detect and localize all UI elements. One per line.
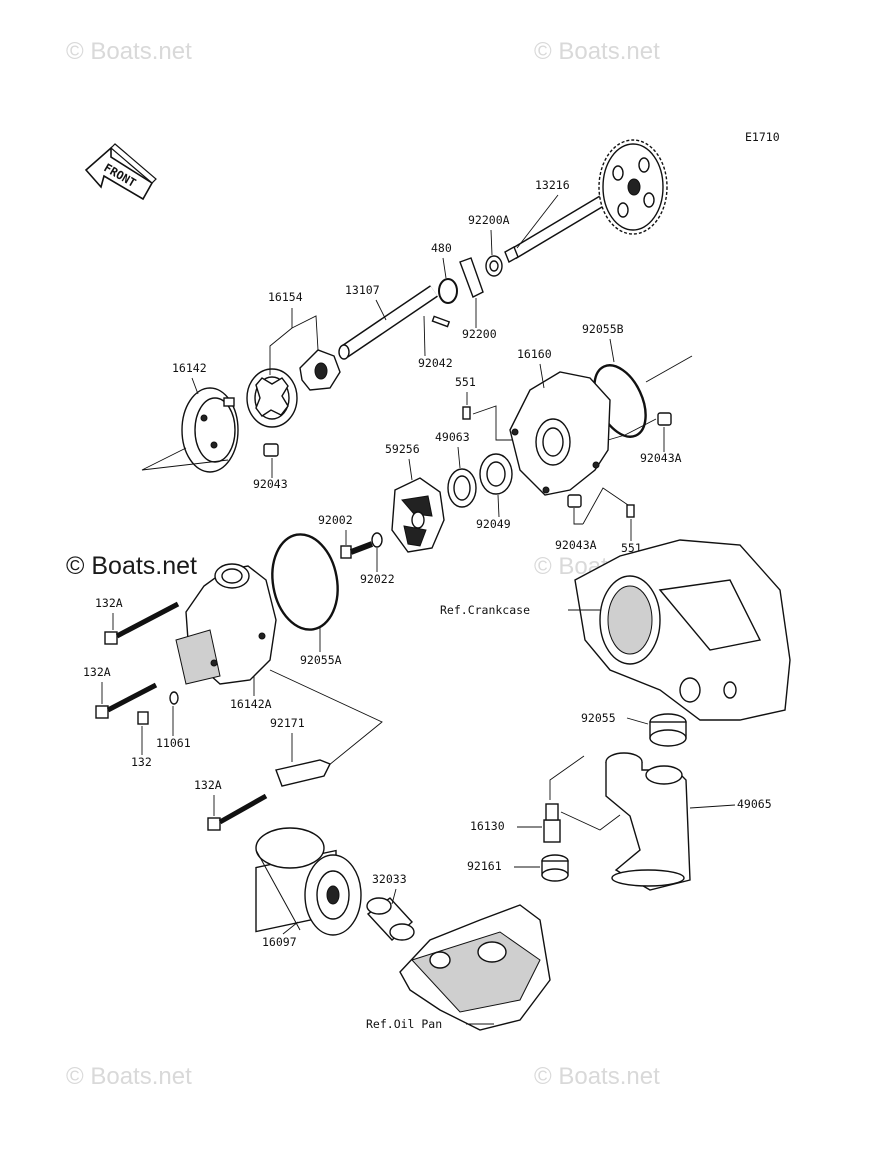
- dowel-pin-551-top: [462, 406, 471, 420]
- o-ring-92055: [649, 713, 687, 747]
- diagram-id: E1710: [745, 130, 780, 144]
- ref-crankcase-label: Ref.Crankcase: [440, 603, 530, 617]
- bolt-92002: [340, 541, 374, 559]
- part-label-92042: 92042: [418, 356, 453, 370]
- dowel-92043a-right: [657, 412, 672, 426]
- pump-housing-16142a: [175, 563, 277, 685]
- part-label-132a-upper: 132A: [95, 596, 123, 610]
- part-label-92161: 92161: [467, 859, 502, 873]
- leader-13216: [516, 194, 559, 249]
- watermark-top-right: © Boats.net: [534, 38, 660, 65]
- dowel-92043a-lower: [567, 494, 582, 508]
- pump-body-16142: [181, 387, 239, 473]
- part-label-16142: 16142: [172, 361, 207, 375]
- part-label-13107: 13107: [345, 283, 380, 297]
- part-label-92171: 92171: [270, 716, 305, 730]
- part-label-132: 132: [131, 755, 152, 769]
- part-label-92200a: 92200A: [468, 213, 510, 227]
- part-label-92002: 92002: [318, 513, 353, 527]
- part-label-49065: 49065: [737, 797, 772, 811]
- oil-pipe-fitting-16130: [543, 803, 561, 843]
- part-label-92055: 92055: [581, 711, 616, 725]
- bolt-132a-middle: [95, 682, 158, 719]
- pin-92042: [431, 315, 451, 328]
- oil-pan-reference: [399, 904, 551, 1031]
- part-label-32033: 32033: [372, 872, 407, 886]
- oil-pump-drive-gear-shaft: [504, 139, 668, 263]
- crankcase-reference: [574, 539, 791, 721]
- part-label-59256: 59256: [385, 442, 420, 456]
- ref-oil-pan-label: Ref.Oil Pan: [366, 1017, 442, 1031]
- pipe-32033: [366, 897, 415, 941]
- plate-92200: [459, 257, 484, 298]
- part-label-16160: 16160: [517, 347, 552, 361]
- part-label-132a-middle: 132A: [83, 665, 111, 679]
- washer-92022: [371, 532, 383, 548]
- part-label-92043a-lower: 92043A: [555, 538, 597, 552]
- part-label-13216: 13216: [535, 178, 570, 192]
- pump-cover-16160: [509, 371, 611, 496]
- watermark-center-left: © Boats.net: [66, 552, 197, 580]
- part-label-92055a: 92055A: [300, 653, 342, 667]
- nut-92161: [541, 854, 569, 882]
- watermark-bottom-right: © Boats.net: [534, 1063, 660, 1090]
- part-label-480: 480: [431, 241, 452, 255]
- bearing-49063: [447, 468, 477, 508]
- part-label-92049: 92049: [476, 517, 511, 531]
- bolt-132a-lower: [207, 793, 268, 831]
- oil-filter-16097: [255, 827, 362, 936]
- part-label-16130: 16130: [470, 819, 505, 833]
- part-label-92055b: 92055B: [582, 322, 624, 336]
- dowel-pin-551-lower: [626, 504, 635, 518]
- part-label-132a-lower: 132A: [194, 778, 222, 792]
- bolt-132: [137, 711, 149, 725]
- oil-seal-92049: [479, 453, 513, 495]
- part-label-92043a-right: 92043A: [640, 451, 682, 465]
- oil-strainer-pipe-49065: [605, 752, 691, 891]
- watermark-bottom-left: © Boats.net: [66, 1063, 192, 1090]
- inner-rotor-16154: [299, 349, 341, 391]
- part-label-92022: 92022: [360, 572, 395, 586]
- part-label-16142a: 16142A: [230, 697, 272, 711]
- oil-pump-shaft-13107: [338, 285, 438, 360]
- part-label-16154: 16154: [268, 290, 303, 304]
- clamp-92171: [275, 759, 331, 787]
- part-label-92200: 92200: [462, 327, 497, 341]
- outer-rotor-16154: [246, 368, 298, 428]
- part-label-551-top: 551: [455, 375, 476, 389]
- o-ring-92055a: [271, 533, 339, 631]
- front-arrow-icon: FRONT: [84, 143, 157, 201]
- impeller-59256: [391, 477, 445, 553]
- bolt-132a-upper: [104, 601, 180, 645]
- part-label-16097: 16097: [262, 935, 297, 949]
- dowel-92043: [263, 443, 279, 457]
- circlip-480: [438, 278, 458, 304]
- part-label-11061: 11061: [156, 736, 191, 750]
- gasket-11061: [169, 691, 179, 705]
- part-label-92043: 92043: [253, 477, 288, 491]
- part-label-49063: 49063: [435, 430, 470, 444]
- watermark-top-left: © Boats.net: [66, 38, 192, 65]
